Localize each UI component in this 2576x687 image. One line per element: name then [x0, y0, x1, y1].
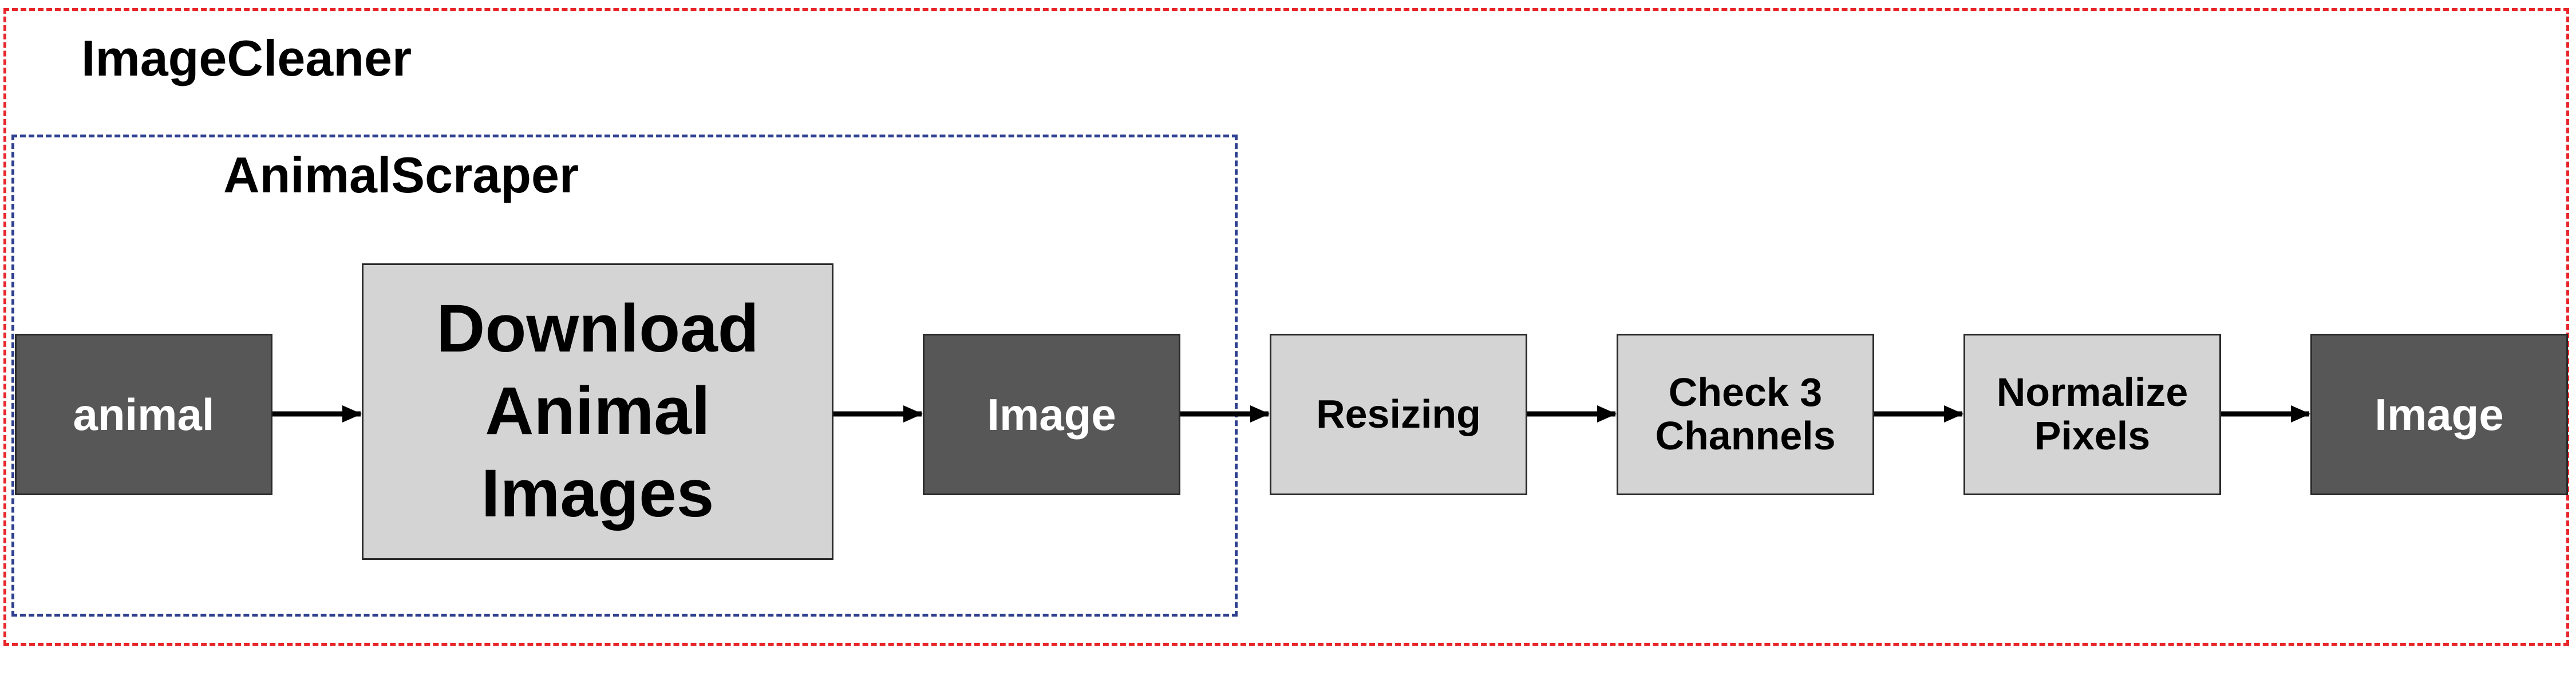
- resizing-node: Resizing: [1270, 334, 1527, 495]
- resizing-label: Resizing: [1316, 392, 1481, 437]
- download-images-node: Download Animal Images: [362, 263, 833, 560]
- cleaned-image-node: Image: [2310, 334, 2568, 495]
- check-channels-node: Check 3 Channels: [1617, 334, 1874, 495]
- scraped-image-node: Image: [923, 334, 1180, 495]
- normalize-pixels-label: Normalize Pixels: [1996, 370, 2188, 458]
- download-images-label: Download Animal Images: [436, 291, 759, 531]
- animal-scraper-container: [11, 135, 1238, 617]
- animal-scraper-title: AnimalScraper: [223, 147, 579, 203]
- scraped-image-label: Image: [987, 389, 1116, 440]
- normalize-pixels-node: Normalize Pixels: [1963, 334, 2221, 495]
- animal-input-label: animal: [73, 389, 215, 440]
- animal-input-node: animal: [15, 334, 272, 495]
- image-cleaner-title: ImageCleaner: [81, 30, 412, 86]
- image-cleaner-container: [3, 8, 2569, 646]
- cleaned-image-label: Image: [2374, 389, 2504, 440]
- check-channels-label: Check 3 Channels: [1655, 370, 1836, 458]
